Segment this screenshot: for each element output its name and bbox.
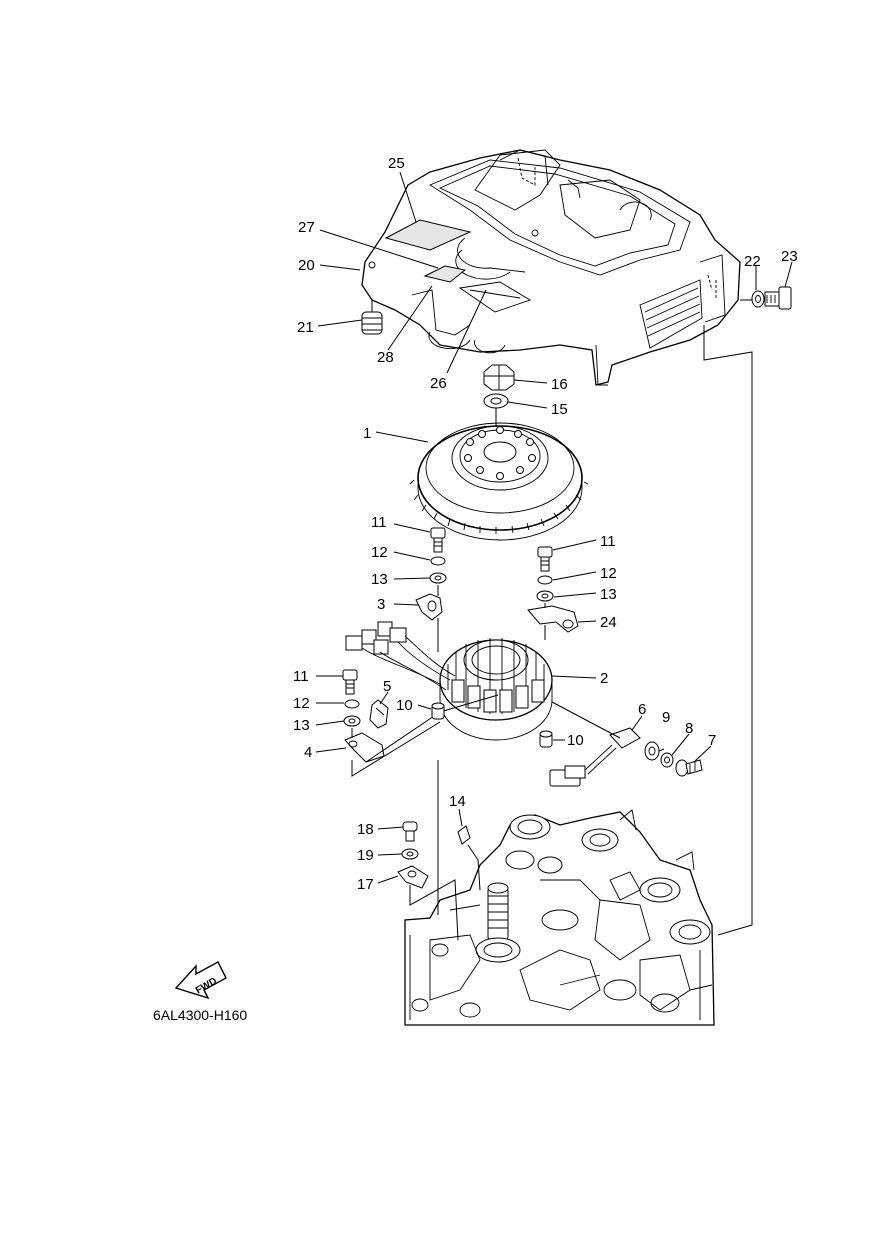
screw-7 <box>675 759 703 777</box>
callout-25: 25 <box>388 155 405 172</box>
pulser-coil-6 <box>549 727 641 787</box>
flywheel-cover <box>361 149 741 386</box>
washer-12-right <box>537 575 553 585</box>
callout-13-b: 13 <box>600 586 617 603</box>
washer-9 <box>644 741 660 761</box>
nut-16 <box>483 364 515 391</box>
collar-10-left <box>431 702 445 720</box>
callout-11-a: 11 <box>371 514 387 531</box>
callout-3: 3 <box>377 596 385 613</box>
callout-28: 28 <box>377 349 394 366</box>
engine-block <box>404 809 715 1026</box>
callout-6: 6 <box>638 701 646 718</box>
callout-9: 9 <box>662 709 670 726</box>
washer-8 <box>660 752 674 768</box>
callout-24: 24 <box>600 614 617 631</box>
callout-12-c: 12 <box>293 695 310 712</box>
washer-15 <box>483 393 509 409</box>
callout-17: 17 <box>357 876 374 893</box>
bolt-23 <box>764 286 792 310</box>
callout-1: 1 <box>363 425 371 442</box>
flywheel-magneto <box>409 422 589 541</box>
bracket-4 <box>344 732 385 763</box>
callout-10-b: 10 <box>567 732 584 749</box>
callout-23: 23 <box>781 248 798 265</box>
callout-19: 19 <box>357 847 374 864</box>
callout-13-c: 13 <box>293 717 310 734</box>
bracket-17 <box>397 865 429 889</box>
callout-13-a: 13 <box>371 571 388 588</box>
callout-10-a: 10 <box>396 697 413 714</box>
callout-7: 7 <box>708 732 716 749</box>
washer-12-upper-left <box>430 556 446 566</box>
callout-8: 8 <box>685 720 693 737</box>
callout-11-b: 11 <box>600 533 616 550</box>
stator-assembly <box>439 638 553 741</box>
washer-22 <box>751 290 765 308</box>
callout-15: 15 <box>551 401 568 418</box>
callout-27: 27 <box>298 219 315 236</box>
callout-18: 18 <box>357 821 374 838</box>
washer-12-lower-left <box>344 699 360 709</box>
washer-13-upper-left <box>429 572 447 584</box>
callout-4: 4 <box>304 744 312 761</box>
callout-16: 16 <box>551 376 568 393</box>
grommet-21 <box>361 300 383 335</box>
clamp-3 <box>415 593 443 621</box>
callout-5: 5 <box>383 678 391 695</box>
bolt-11-lower-left <box>342 669 358 695</box>
leader-lines <box>315 171 793 941</box>
callout-12-a: 12 <box>371 544 388 561</box>
collar-10-right <box>539 730 553 748</box>
washer-19 <box>401 848 419 860</box>
bracket-24 <box>527 605 579 633</box>
washer-13-right <box>536 590 554 602</box>
wire-harness-connectors <box>345 621 456 691</box>
key-14 <box>457 825 471 845</box>
callout-numbers: 25 27 20 21 28 26 22 23 16 15 1 11 12 13… <box>293 155 798 893</box>
callout-22: 22 <box>744 253 761 270</box>
diagram-code: 6AL4300-H160 <box>153 1007 247 1023</box>
fwd-arrow-icon: FWD <box>174 961 227 1000</box>
washer-13-lower-left <box>343 715 361 727</box>
callout-11-c: 11 <box>293 668 309 685</box>
callout-21: 21 <box>297 319 314 336</box>
callout-12-b: 12 <box>600 565 617 582</box>
bolt-11-upper-left <box>430 527 446 553</box>
clip-5 <box>369 699 389 729</box>
callout-20: 20 <box>298 257 315 274</box>
callout-14: 14 <box>449 793 466 810</box>
screw-18 <box>402 821 418 842</box>
callout-26: 26 <box>430 375 447 392</box>
callout-2: 2 <box>600 670 608 687</box>
bolt-11-right <box>537 546 553 572</box>
